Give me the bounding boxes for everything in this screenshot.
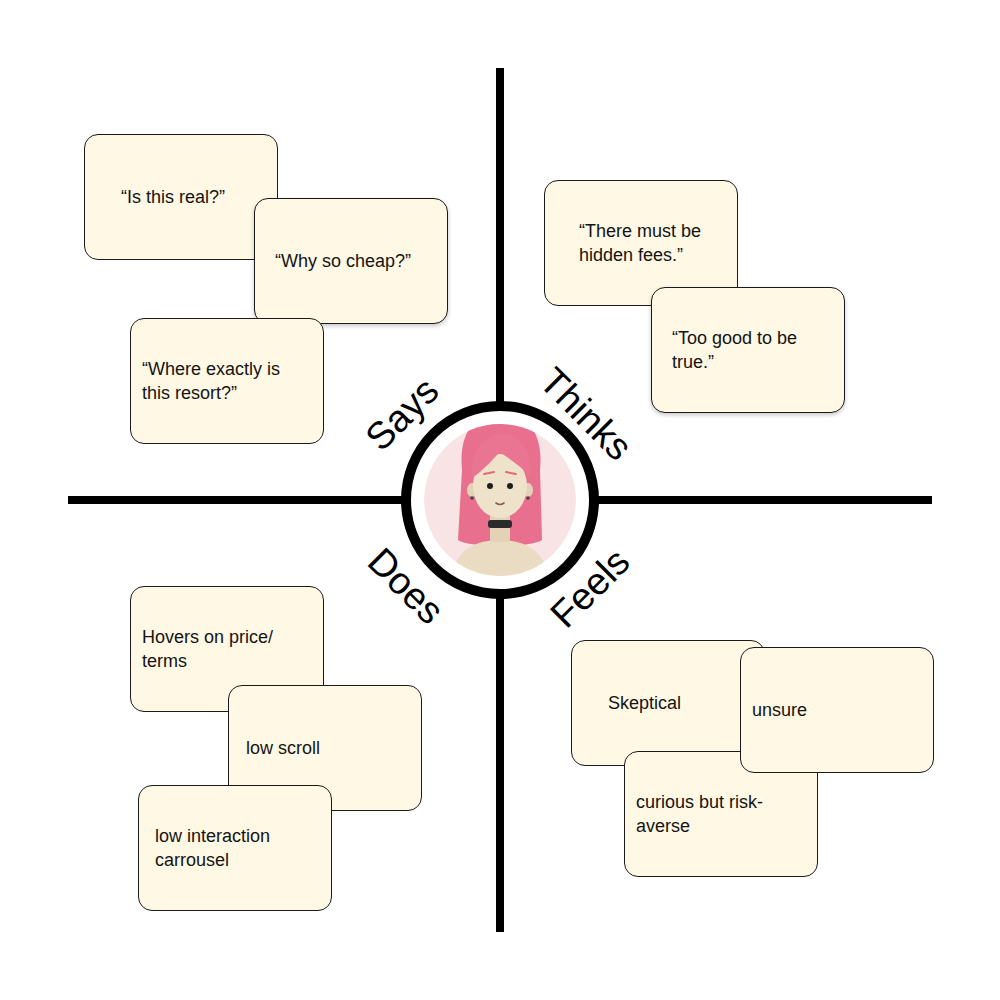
note-text: “Why so cheap?” [275, 249, 411, 273]
note-text: Hovers on price/ terms [142, 625, 313, 673]
avatar-illustration [424, 412, 576, 590]
note-text: unsure [752, 698, 807, 722]
sticky-note: “Is this real?” [84, 134, 278, 260]
sticky-note: “Where exactly is this resort?” [130, 318, 324, 444]
note-text: Skeptical [608, 691, 681, 715]
sticky-note: unsure [740, 647, 934, 773]
sticky-note: Skeptical [571, 640, 765, 766]
sticky-note: low interaction carrousel [138, 785, 332, 911]
note-text: curious but risk-averse [636, 790, 807, 838]
sticky-note: “Too good to be true.” [651, 287, 845, 413]
note-text: “Too good to be true.” [672, 326, 832, 374]
note-text: “There must be hidden fees.” [579, 219, 704, 267]
note-text: “Where exactly is this resort?” [142, 357, 313, 405]
note-text: low interaction carrousel [155, 824, 321, 872]
note-text: low scroll [246, 736, 320, 760]
sticky-note: “Why so cheap?” [254, 198, 448, 324]
avatar-ring [406, 406, 594, 594]
note-text: “Is this real?” [121, 185, 225, 209]
